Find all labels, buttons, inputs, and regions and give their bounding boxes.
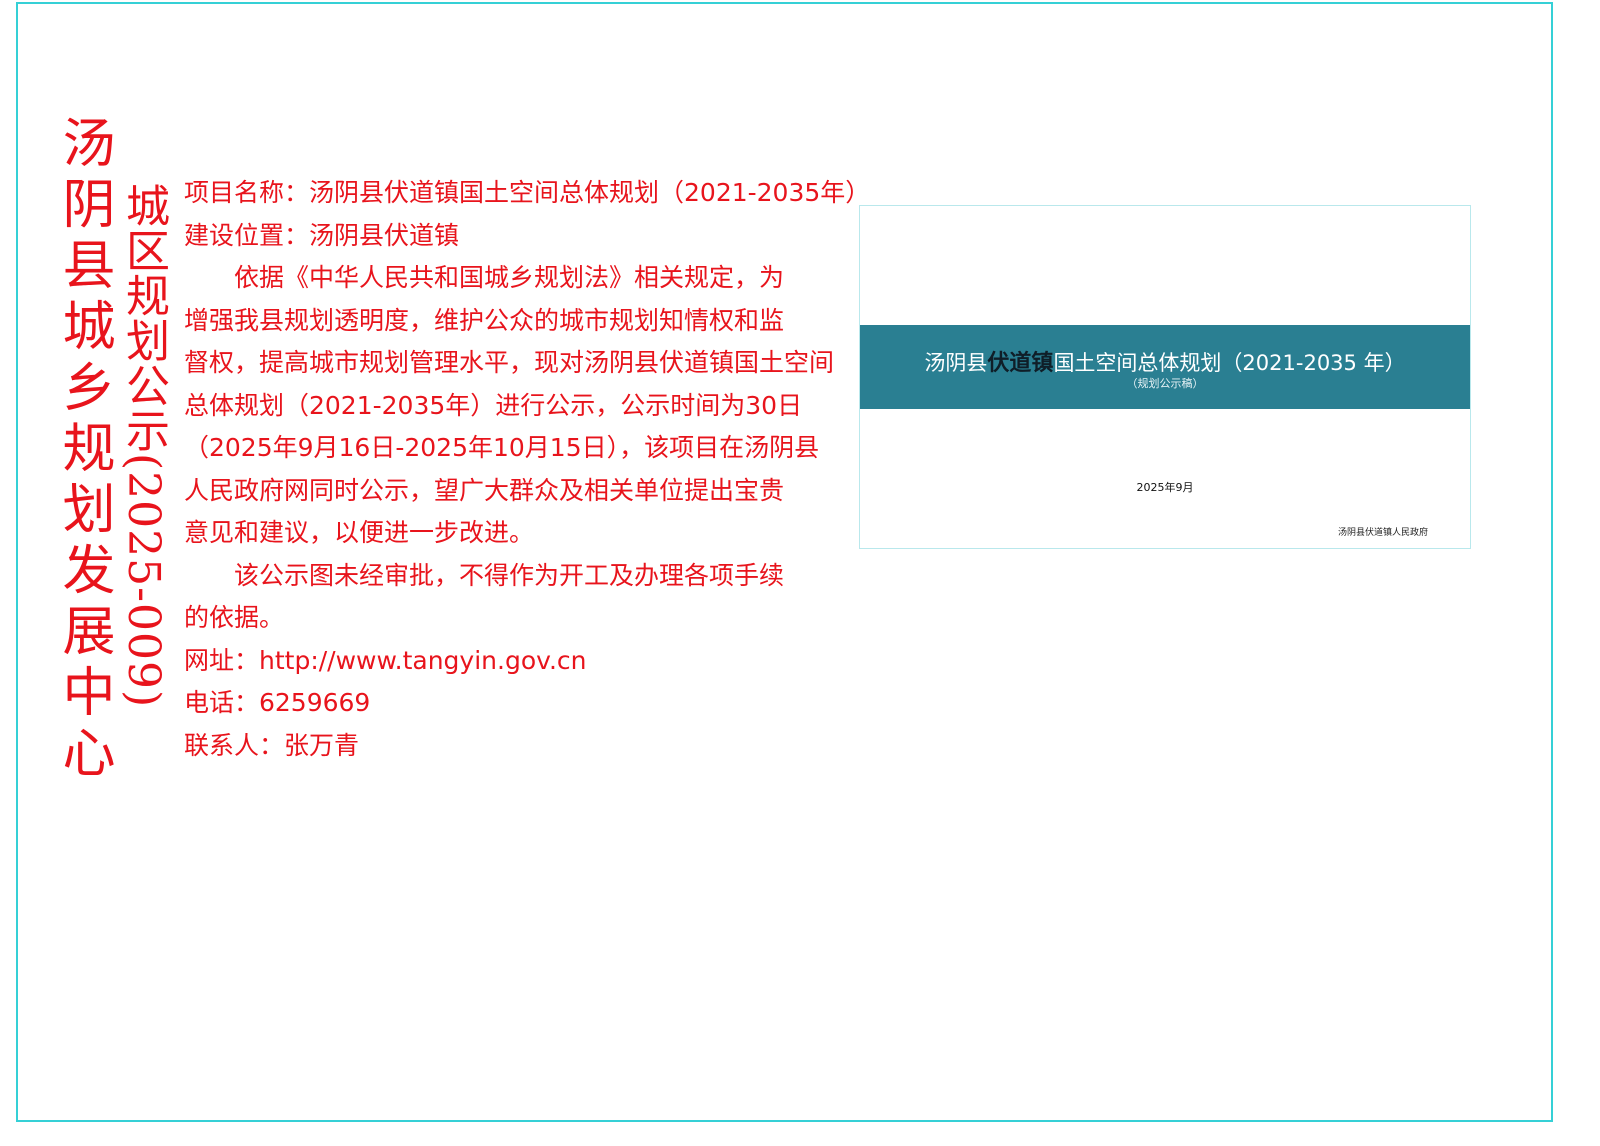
body-line: （2025年9月16日-2025年10月15日），该项目在汤阴县 <box>184 433 820 462</box>
org-title: 汤阴县城乡规划发展中心 <box>54 115 115 786</box>
project-name: 项目名称：汤阴县伏道镇国土空间总体规划（2021-2035年） <box>184 178 871 207</box>
disclaimer-line: 该公示图未经审批，不得作为开工及办理各项手续 <box>234 560 785 590</box>
notice-title: 城区规划公示(2025-009) <box>118 183 169 709</box>
body-line: 增强我县规划透明度，维护公众的城市规划知情权和监 <box>184 305 785 335</box>
cover-subtitle: （规划公示稿） <box>1126 377 1204 390</box>
disclaimer-line: 的依据。 <box>184 603 285 632</box>
cover-title-pre: 汤阴县 <box>924 351 988 375</box>
page-frame <box>16 2 1553 1122</box>
notice-content: 项目名称：汤阴县伏道镇国土空间总体规划（2021-2035年） 建设位置：汤阴县… <box>184 172 871 767</box>
body-line: 总体规划（2021-2035年）进行公示，公示时间为30日 <box>184 390 803 420</box>
cover-title: 汤阴县伏道镇国土空间总体规划（2021-2035 年） <box>860 350 1470 377</box>
cover-title-band: 汤阴县伏道镇国土空间总体规划（2021-2035 年） （规划公示稿） <box>860 325 1470 409</box>
cover-org: 汤阴县伏道镇人民政府 <box>1337 528 1428 538</box>
cover-date: 2025年9月 <box>1136 481 1194 494</box>
cover-title-post: 国土空间总体规划（2021-2035 年） <box>1053 351 1406 375</box>
cover-title-highlight: 伏道镇 <box>987 351 1054 376</box>
body-line: 督权，提高城市规划管理水平，现对汤阴县伏道镇国土空间 <box>184 348 835 377</box>
plan-cover-image: 汤阴县伏道镇国土空间总体规划（2021-2035 年） （规划公示稿） 2025… <box>859 205 1471 549</box>
contact-line: 联系人：张万青 <box>184 730 360 760</box>
body-line: 意见和建议，以便进一步改进。 <box>184 518 535 547</box>
body-line: 依据《中华人民共和国城乡规划法》相关规定，为 <box>234 263 785 292</box>
construction-location: 建设位置：汤阴县伏道镇 <box>184 220 460 250</box>
website-line: 网址：http://www.tangyin.gov.cn <box>184 645 587 675</box>
body-line: 人民政府网同时公示，望广大群众及相关单位提出宝贵 <box>184 475 785 505</box>
phone-line: 电话：6259669 <box>184 688 371 717</box>
